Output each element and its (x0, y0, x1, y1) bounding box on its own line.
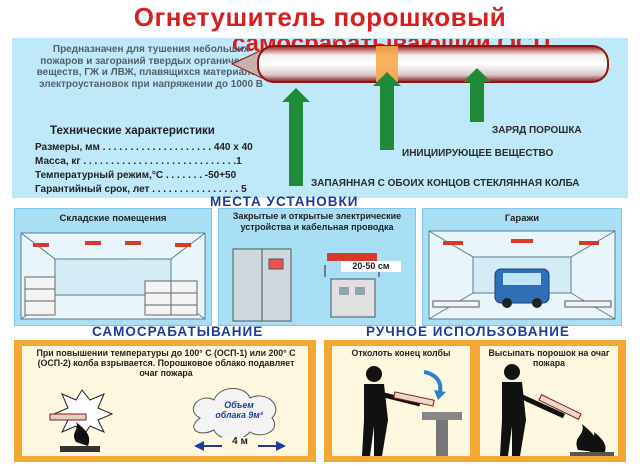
manual-step2-label: Высыпать порошок на очаг пожара (488, 348, 610, 368)
place-garage: Гаражи (422, 208, 622, 326)
callout-charge: ЗАРЯД ПОРОШКА (492, 125, 582, 136)
manual-illustration (362, 364, 614, 456)
place-warehouse: Складские помещения (14, 208, 212, 326)
electrical-cabinet-icon (232, 248, 380, 322)
installation-heading: МЕСТА УСТАНОВКИ (210, 194, 359, 209)
poster-title: Огнетушитель порошковый (133, 2, 507, 32)
extinguisher-illustration (230, 45, 609, 186)
arrow-flask-icon (282, 88, 310, 186)
spec-temperature: Температурный режим,°С . . . . . . . -50… (35, 170, 237, 181)
place-garage-label: Гаражи (504, 213, 540, 224)
auto-description: При повышении температуры до 100° С (ОСП… (36, 348, 296, 378)
auto-panel: При повышении температуры до 100° С (ОСП… (14, 340, 316, 462)
spec-warranty: Гарантийный срок, лет . . . . . . . . . … (35, 184, 247, 195)
place-warehouse-label: Складские помещения (59, 213, 167, 224)
description: Предназначен для тушения небольших пожар… (36, 44, 266, 90)
warehouse-icon (20, 232, 206, 320)
manual-heading: РУЧНОЕ ИСПОЛЬЗОВАНИЕ (366, 324, 570, 339)
explosion-illustration (49, 388, 286, 452)
title-area: Огнетушитель порошковый (0, 0, 640, 40)
callout-flask: ЗАПАЯННАЯ С ОБОИХ КОНЦОВ СТЕКЛЯННАЯ КОЛБ… (311, 178, 580, 189)
manual-panel: Отколоть конец колбы Высыпать порошок на… (324, 340, 626, 462)
place-electrical: Закрытые и открытые электрические устрой… (218, 208, 416, 326)
distance-label: 20-50 см (341, 261, 401, 272)
arrow-initiator-icon (373, 72, 401, 150)
glass-flask-icon (230, 45, 609, 83)
cloud-volume: Объем облака 9м³ (215, 400, 263, 420)
auto-heading: САМОСРАБАТЫВАНИЕ (92, 324, 264, 339)
garage-icon (428, 230, 616, 320)
spec-mass: Масса, кг . . . . . . . . . . . . . . . … (35, 156, 242, 167)
callout-initiator: ИНИЦИИРУЮЩЕЕ ВЕЩЕСТВО (402, 148, 554, 159)
spec-size: Размеры, мм . . . . . . . . . . . . . . … (35, 142, 253, 153)
place-electrical-label: Закрытые и открытые электрические устрой… (232, 211, 402, 232)
arrow-charge-icon (463, 68, 491, 122)
specs-heading: Технические характеристики (50, 125, 215, 137)
cloud-width: 4 м (222, 437, 258, 447)
manual-step1-label: Отколоть конец колбы (351, 348, 451, 358)
